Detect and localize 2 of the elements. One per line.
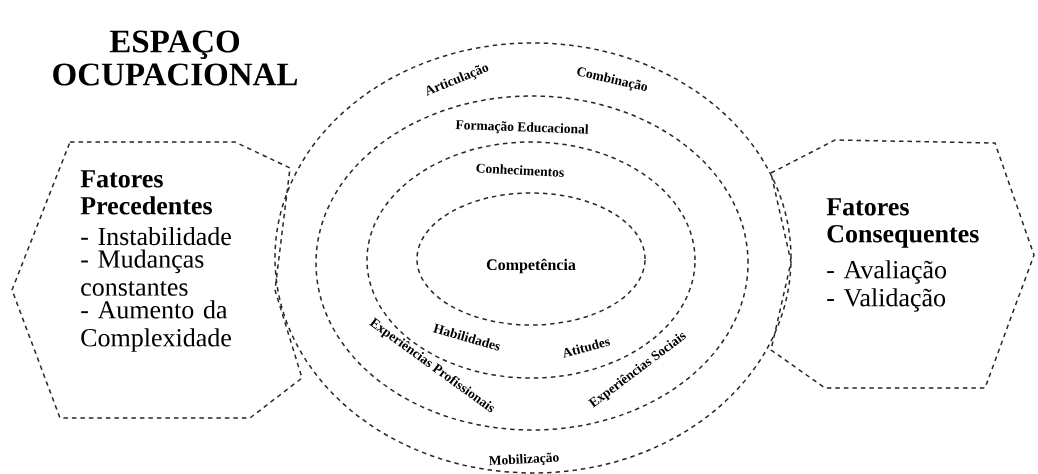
hexagon: Fatores Consequentes - Avaliação - Validação (770, 139, 1035, 389)
hexagon: Fatores Precedentes - Instabilidade - Mudanças constantes - Aumento da Complexidade (11, 141, 303, 419)
